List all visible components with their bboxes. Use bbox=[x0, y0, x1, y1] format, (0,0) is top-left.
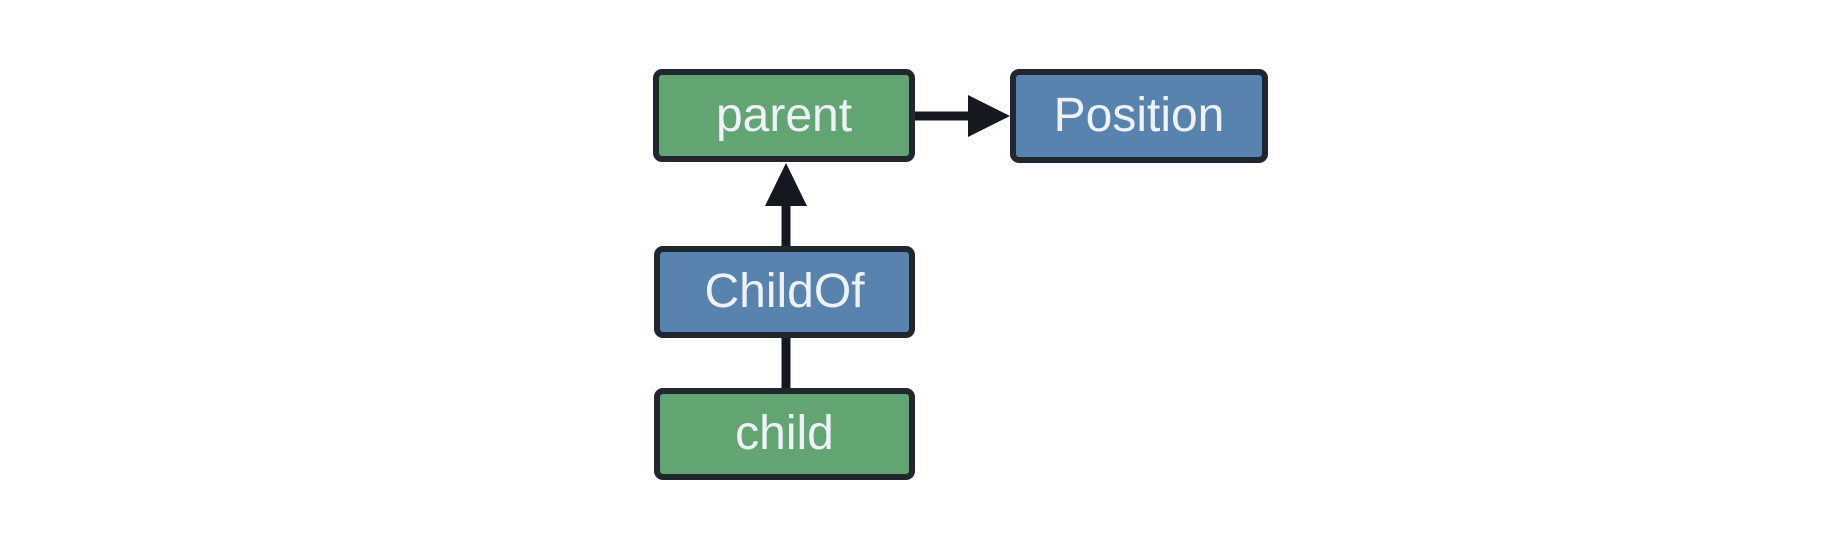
edge-childof-to-parent bbox=[765, 163, 807, 248]
node-position-label: Position bbox=[1053, 89, 1225, 142]
arrowhead-right-icon bbox=[968, 95, 1010, 137]
node-childof: ChildOf bbox=[654, 246, 915, 338]
node-position: Position bbox=[1010, 69, 1268, 163]
node-parent: parent bbox=[653, 69, 915, 162]
node-parent-label: parent bbox=[715, 88, 853, 142]
node-childof-label: ChildOf bbox=[704, 265, 865, 318]
arrowhead-up-icon bbox=[765, 163, 807, 206]
node-child: child bbox=[654, 388, 915, 480]
node-child-label: child bbox=[735, 407, 834, 460]
edge-parent-to-position bbox=[912, 95, 1010, 137]
